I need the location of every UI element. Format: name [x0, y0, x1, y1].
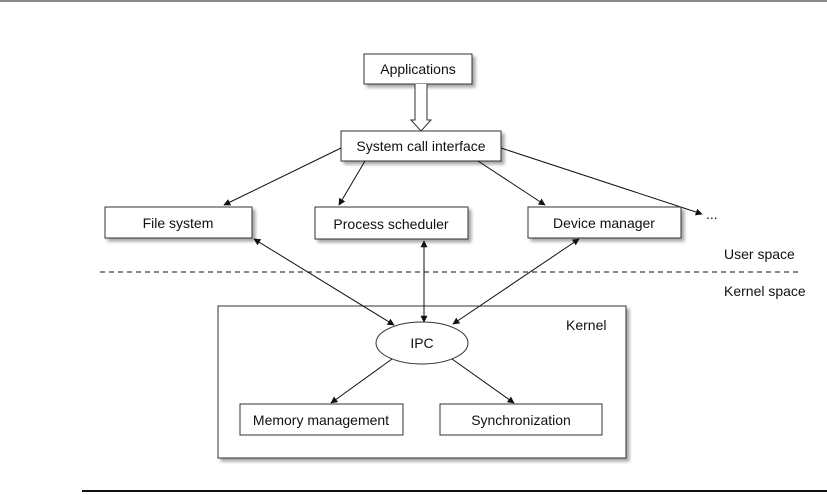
arrow-syscall-to-filesystem [223, 147, 342, 206]
arrow-device-ipc [452, 238, 580, 325]
applications-box [363, 53, 473, 85]
ipc-label: IPC [410, 335, 433, 351]
top-rule [0, 0, 827, 2]
hollow-down-arrow [409, 84, 433, 132]
arrow-ipc-to-sync [451, 358, 515, 404]
synchronization-box [439, 403, 603, 436]
arrow-ipc-to-memory [330, 358, 393, 404]
device-manager-label: Device manager [553, 215, 655, 231]
kernel-space-label: Kernel space [724, 283, 806, 299]
file-system-box [104, 206, 253, 239]
memory-management-label: Memory management [253, 412, 389, 428]
arrow-syscall-to-more [500, 147, 703, 216]
arrow-syscall-to-device [477, 160, 546, 206]
arrow-filesystem-ipc [253, 238, 395, 326]
process-scheduler-label: Process scheduler [333, 216, 449, 232]
user-space-label: User space [724, 246, 795, 262]
synchronization-label: Synchronization [471, 412, 571, 428]
system-call-interface-label: System call interface [356, 138, 485, 154]
kernel-label: Kernel [566, 317, 606, 333]
ipc-ellipse [375, 321, 469, 365]
more-components-ellipsis: ... [706, 206, 718, 222]
bottom-rule [82, 490, 827, 492]
file-system-label: File system [143, 215, 214, 231]
system-call-interface-box [340, 130, 502, 162]
applications-label: Applications [380, 61, 456, 77]
device-manager-box [527, 206, 682, 239]
memory-management-box [239, 403, 404, 436]
arrow-syscall-to-scheduler [338, 160, 366, 206]
